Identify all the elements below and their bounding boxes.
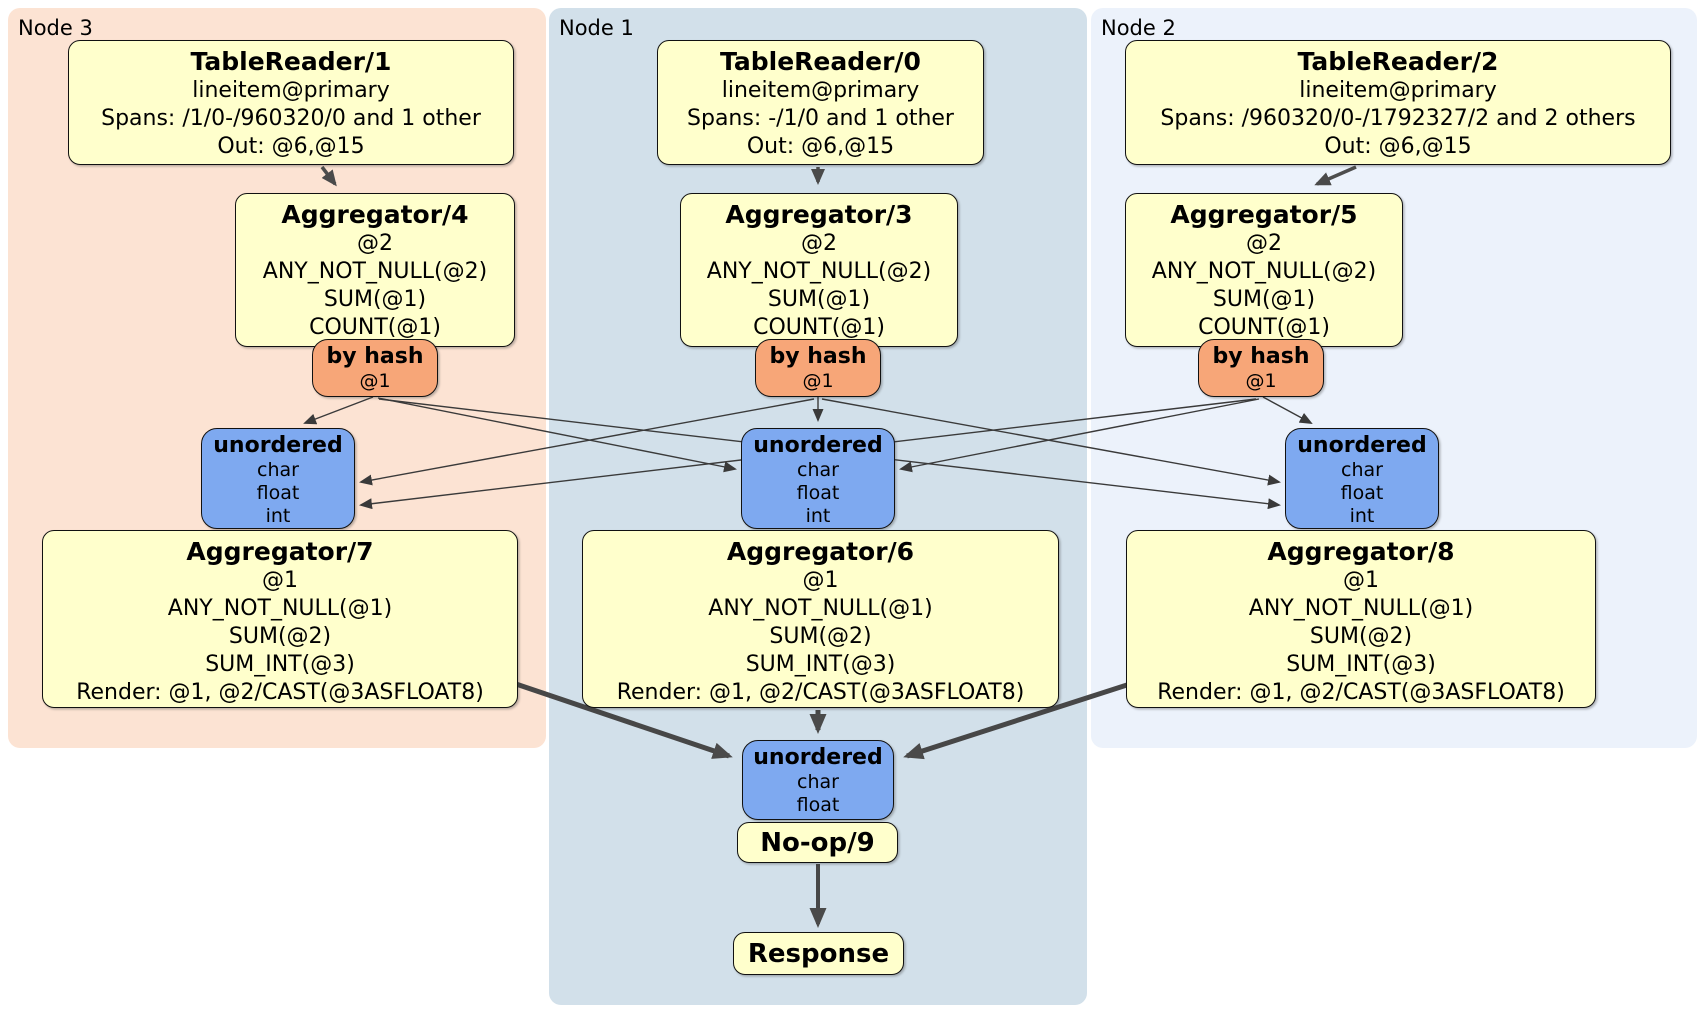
aggregator-4-box: Aggregator/4 @2 ANY_NOT_NULL(@2) SUM(@1)… (235, 193, 515, 347)
agg-line: SUM(@2) (228, 624, 332, 649)
sync-type: float (796, 482, 840, 504)
sync-title: unordered (753, 433, 883, 458)
index-line: lineitem@primary (721, 78, 920, 103)
spans-line: Spans: /960320/0-/1792327/2 and 2 others (1160, 106, 1636, 131)
router-key: @1 (1245, 370, 1277, 392)
render-line: Render: @1, @2/CAST(@3ASFLOAT8) (1157, 680, 1565, 705)
agg-line: @2 (801, 231, 837, 256)
agg-line: ANY_NOT_NULL(@2) (262, 259, 488, 284)
aggregator-7-box: Aggregator/7 @1 ANY_NOT_NULL(@1) SUM(@2)… (42, 530, 518, 708)
node1-panel-label: Node 1 (559, 16, 634, 40)
processor-title: Aggregator/5 (1170, 200, 1358, 229)
agg-line: SUM(@1) (323, 287, 427, 312)
agg-line: ANY_NOT_NULL(@1) (1248, 596, 1474, 621)
tablereader-2-box: TableReader/2 lineitem@primary Spans: /9… (1125, 40, 1671, 165)
sync-type: float (1340, 482, 1384, 504)
router-key: @1 (359, 370, 391, 392)
processor-title: Aggregator/3 (725, 200, 913, 229)
processor-title: Response (747, 938, 890, 969)
processor-title: No-op/9 (760, 827, 875, 858)
agg-line: ANY_NOT_NULL(@2) (706, 259, 932, 284)
index-line: lineitem@primary (1299, 78, 1497, 103)
index-line: lineitem@primary (192, 78, 390, 103)
tablereader-1-box: TableReader/1 lineitem@primary Spans: /1… (68, 40, 514, 165)
agg-line: SUM_INT(@3) (1286, 652, 1436, 677)
hash-router-node2: by hash @1 (1198, 339, 1324, 397)
agg-line: SUM(@1) (1212, 287, 1316, 312)
sync-type: char (257, 459, 299, 481)
processor-title: Aggregator/6 (726, 537, 915, 566)
agg-line: @1 (1343, 568, 1379, 593)
out-line: Out: @6,@15 (1324, 134, 1472, 159)
spans-line: Spans: /1/0-/960320/0 and 1 other (101, 106, 481, 131)
agg-line: ANY_NOT_NULL(@2) (1151, 259, 1377, 284)
processor-title: Aggregator/8 (1267, 537, 1455, 566)
render-line: Render: @1, @2/CAST(@3ASFLOAT8) (76, 680, 484, 705)
hash-router-node1: by hash @1 (755, 339, 881, 397)
unordered-sync-node1: unordered char float int (741, 428, 895, 529)
agg-line: SUM(@2) (769, 624, 872, 649)
agg-line: @2 (1246, 231, 1282, 256)
aggregator-6-box: Aggregator/6 @1 ANY_NOT_NULL(@1) SUM(@2)… (582, 530, 1059, 708)
agg-line: COUNT(@1) (1198, 315, 1330, 340)
agg-line: COUNT(@1) (753, 315, 885, 340)
agg-line: COUNT(@1) (309, 315, 441, 340)
sync-type: char (797, 771, 839, 793)
node2-panel-label: Node 2 (1101, 16, 1176, 40)
sync-title: unordered (213, 433, 343, 458)
sync-type: float (796, 794, 840, 816)
node3-panel-label: Node 3 (18, 16, 93, 40)
agg-line: ANY_NOT_NULL(@1) (708, 596, 933, 621)
agg-line: ANY_NOT_NULL(@1) (167, 596, 393, 621)
router-key: @1 (802, 370, 834, 392)
router-title: by hash (1212, 344, 1310, 369)
aggregator-5-box: Aggregator/5 @2 ANY_NOT_NULL(@2) SUM(@1)… (1125, 193, 1403, 347)
unordered-sync-node3: unordered char float int (201, 428, 355, 529)
sync-title: unordered (1297, 433, 1427, 458)
unordered-sync-final: unordered char float (742, 740, 894, 820)
processor-title: Aggregator/4 (281, 200, 469, 229)
sync-type: char (797, 459, 839, 481)
noop-9-box: No-op/9 (737, 822, 898, 863)
agg-line: SUM_INT(@3) (205, 652, 355, 677)
agg-line: @2 (357, 231, 393, 256)
sync-type: int (805, 505, 831, 527)
agg-line: SUM(@1) (767, 287, 871, 312)
aggregator-3-box: Aggregator/3 @2 ANY_NOT_NULL(@2) SUM(@1)… (680, 193, 958, 347)
sync-type: char (1341, 459, 1383, 481)
processor-title: TableReader/0 (720, 47, 921, 76)
agg-line: @1 (262, 568, 298, 593)
aggregator-8-box: Aggregator/8 @1 ANY_NOT_NULL(@1) SUM(@2)… (1126, 530, 1596, 708)
agg-line: SUM(@2) (1309, 624, 1413, 649)
hash-router-node3: by hash @1 (312, 339, 438, 397)
response-box: Response (733, 932, 904, 975)
out-line: Out: @6,@15 (746, 134, 895, 159)
sync-type: int (265, 505, 291, 527)
spans-line: Spans: -/1/0 and 1 other (687, 106, 954, 131)
unordered-sync-node2: unordered char float int (1285, 428, 1439, 529)
processor-title: Aggregator/7 (186, 537, 374, 566)
agg-line: @1 (802, 568, 839, 593)
processor-title: TableReader/1 (190, 47, 392, 76)
router-title: by hash (326, 344, 424, 369)
tablereader-0-box: TableReader/0 lineitem@primary Spans: -/… (657, 40, 984, 165)
sync-type: float (256, 482, 300, 504)
agg-line: SUM_INT(@3) (745, 652, 896, 677)
router-title: by hash (769, 344, 867, 369)
render-line: Render: @1, @2/CAST(@3ASFLOAT8) (616, 680, 1025, 705)
sync-type: int (1349, 505, 1375, 527)
sync-title: unordered (753, 745, 883, 770)
out-line: Out: @6,@15 (217, 134, 365, 159)
processor-title: TableReader/2 (1297, 47, 1499, 76)
